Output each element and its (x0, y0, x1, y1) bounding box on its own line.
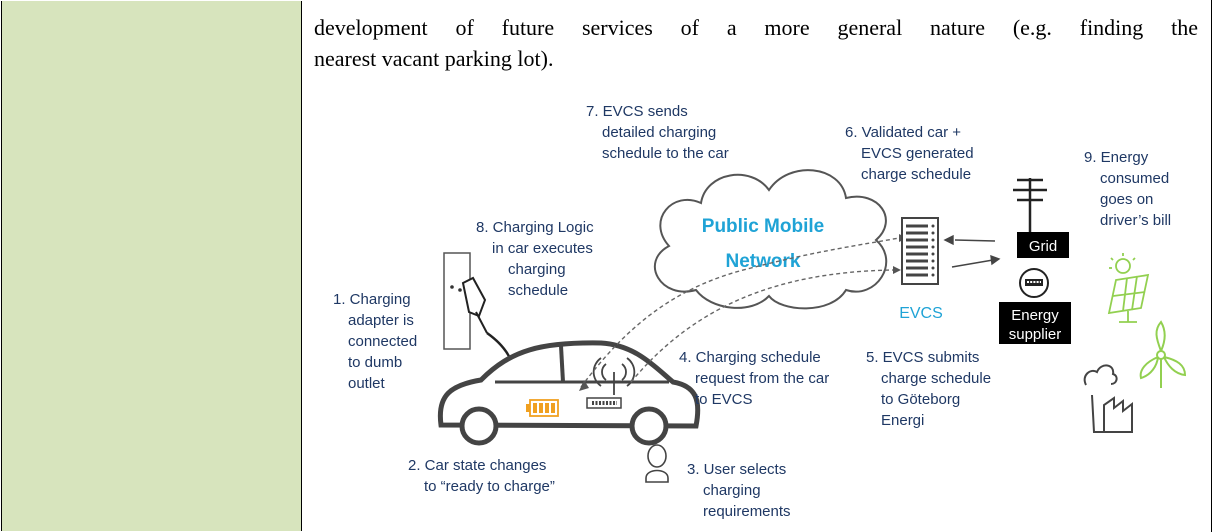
step-3-line-1: 3. User selects (687, 461, 786, 478)
cloud-icon (654, 169, 888, 310)
car-modem-icon (586, 397, 622, 409)
step-5-line-1: 5. EVCS submits (866, 349, 979, 366)
energy-supplier-label-line-2: supplier (1009, 326, 1062, 343)
step-1-line-4: to dumb (348, 354, 402, 371)
evcs-label: EVCS (899, 305, 943, 322)
step-6-line-2: EVCS generated (861, 145, 974, 162)
step-2-line-1: 2. Car state changes (408, 457, 546, 474)
step-2-line-2: to “ready to charge” (424, 478, 555, 495)
step-6-line-3: charge schedule (861, 166, 971, 183)
power-pylon-icon (1013, 178, 1047, 236)
paragraph-line-1: development of future services of a more… (314, 15, 1198, 40)
step-8-line-2: in car executes (492, 240, 593, 257)
step-6-label: 6. Validated car + EVCS generated charge… (845, 124, 974, 183)
step-1-line-3: connected (348, 333, 417, 350)
step-9-line-4: driver’s bill (1100, 212, 1171, 229)
step-9-label: 9. Energy consumed goes on driver’s bill (1084, 149, 1171, 229)
step-7-line-3: schedule to the car (602, 145, 729, 162)
step-5-label: 5. EVCS submits charge schedule to Göteb… (866, 349, 991, 429)
energy-meter-icon (1019, 268, 1049, 298)
step-3-line-2: charging (703, 482, 761, 499)
body-paragraph: development of future services of a more… (314, 12, 1198, 74)
step-7-label: 7. EVCS sends detailed charging schedule… (586, 103, 729, 162)
step-3-line-3: requirements (703, 503, 791, 520)
user-person-icon (645, 444, 669, 483)
step-4-line-1: 4. Charging schedule (679, 349, 821, 366)
step-1-line-1: 1. Charging (333, 291, 411, 308)
step-8-line-3: charging (508, 261, 566, 278)
step-8-label: 8. Charging Logic in car executes chargi… (476, 219, 594, 299)
right-table-cell: development of future services of a more… (301, 0, 1212, 532)
antenna-signal-icon (592, 357, 636, 395)
step-7-line-1: 7. EVCS sends (586, 103, 688, 120)
step-4-line-3: to EVCS (695, 391, 753, 408)
evcs-server-icon (901, 217, 939, 285)
step-7-line-2: detailed charging (602, 124, 716, 141)
grid-label: Grid (1029, 238, 1057, 255)
wind-turbine-icon (1139, 320, 1187, 388)
step-8-line-1: 8. Charging Logic (476, 219, 594, 236)
ev-charging-diagram: Public Mobile Network (333, 103, 1187, 520)
step-9-line-2: consumed (1100, 170, 1169, 187)
step-1-line-5: outlet (348, 375, 386, 392)
step-9-line-3: goes on (1100, 191, 1153, 208)
electric-car-icon (437, 340, 701, 446)
step-5-line-3: to Göteborg (881, 391, 960, 408)
wall-outlet-icon (443, 252, 471, 350)
step-1-line-2: adapter is (348, 312, 414, 329)
battery-icon (526, 399, 559, 417)
step-9-line-1: 9. Energy (1084, 149, 1149, 166)
paragraph-line-2: nearest vacant parking lot). (314, 46, 554, 71)
factory-icon (1083, 364, 1133, 433)
step-4-line-2: request from the car (695, 370, 829, 387)
evcs-grid-arrows (943, 234, 1001, 268)
step-5-line-2: charge schedule (881, 370, 991, 387)
cloud-label-line-1: Public Mobile (702, 216, 824, 237)
grid-box (1017, 232, 1069, 258)
dashed-connection-lines (580, 237, 900, 388)
step-8-line-4: schedule (508, 282, 568, 299)
step-5-line-4: Energi (881, 412, 924, 429)
solar-panel-icon (1107, 253, 1150, 323)
step-4-label: 4. Charging schedule request from the ca… (679, 349, 829, 408)
step-6-line-1: 6. Validated car + (845, 124, 961, 141)
energy-supplier-box (999, 302, 1071, 344)
step-1-label: 1. Charging adapter is connected to dumb… (333, 291, 417, 392)
cloud-label-line-2: Network (726, 251, 801, 272)
step-3-label: 3. User selects charging requirements (687, 461, 791, 520)
step-2-label: 2. Car state changes to “ready to charge… (408, 457, 555, 495)
energy-supplier-label-line-1: Energy (1011, 307, 1059, 324)
left-table-cell (1, 1, 302, 531)
